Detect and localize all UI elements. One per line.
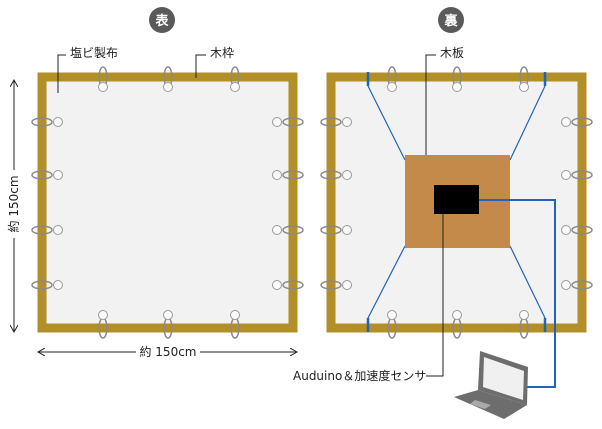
board-leader-line bbox=[425, 54, 436, 155]
back-grommets bbox=[320, 66, 593, 339]
grommet-hole bbox=[272, 170, 282, 180]
grommet-hole bbox=[272, 225, 282, 235]
ring bbox=[320, 170, 342, 180]
grommet-hole bbox=[561, 280, 571, 290]
sensor-label: Auduino＆加速度センサ bbox=[293, 368, 426, 383]
grommet-hole bbox=[53, 117, 63, 127]
ring bbox=[571, 225, 593, 235]
grommet-hole bbox=[561, 170, 571, 180]
front-badge: 表 bbox=[149, 7, 175, 33]
ring bbox=[571, 280, 593, 290]
ring bbox=[320, 280, 342, 290]
grommet-hole bbox=[272, 280, 282, 290]
ring bbox=[282, 117, 304, 127]
grommet-hole bbox=[561, 117, 571, 127]
grommet-hole bbox=[452, 310, 462, 320]
grommet-hole bbox=[53, 225, 63, 235]
ring bbox=[31, 225, 53, 235]
ring bbox=[571, 117, 593, 127]
front-wood-frame bbox=[37, 72, 298, 333]
back-badge-text: 裏 bbox=[443, 13, 458, 29]
grommet-hole bbox=[272, 117, 282, 127]
support-wires bbox=[366, 72, 547, 332]
front-badge-text: 表 bbox=[154, 13, 169, 29]
ring bbox=[282, 170, 304, 180]
back-panel bbox=[320, 66, 593, 388]
cloth-leader-line bbox=[57, 54, 66, 93]
grommet-hole bbox=[342, 117, 352, 127]
ring bbox=[571, 170, 593, 180]
grommet-hole bbox=[230, 82, 240, 92]
front-grommets bbox=[31, 66, 304, 339]
height-label: 約 150cm bbox=[6, 175, 21, 232]
width-label: 約 150cm bbox=[139, 344, 196, 359]
grommet-hole bbox=[519, 82, 529, 92]
grommet-hole bbox=[163, 310, 173, 320]
grommet-hole bbox=[519, 310, 529, 320]
grommet-hole bbox=[342, 225, 352, 235]
back-badge: 裏 bbox=[438, 7, 464, 33]
board-label: 木板 bbox=[440, 46, 464, 60]
frame-label: 木枠 bbox=[210, 46, 234, 60]
ring bbox=[31, 117, 53, 127]
laptop-icon bbox=[454, 351, 528, 419]
sensor-leader-line bbox=[426, 214, 444, 377]
frame-leader-line bbox=[195, 54, 206, 78]
grommet-hole bbox=[98, 82, 108, 92]
ring bbox=[282, 280, 304, 290]
arduino-sensor-box bbox=[434, 185, 479, 214]
grommet-hole bbox=[230, 310, 240, 320]
grommet-hole bbox=[452, 82, 462, 92]
grommet-hole bbox=[561, 225, 571, 235]
grommet-hole bbox=[387, 82, 397, 92]
ring bbox=[31, 280, 53, 290]
front-panel bbox=[31, 66, 304, 339]
ring bbox=[320, 225, 342, 235]
usb-cable bbox=[479, 199, 556, 388]
grommet-hole bbox=[387, 310, 397, 320]
grommet-hole bbox=[163, 82, 173, 92]
grommet-hole bbox=[53, 170, 63, 180]
grommet-hole bbox=[342, 280, 352, 290]
ring bbox=[31, 170, 53, 180]
grommet-hole bbox=[98, 310, 108, 320]
cloth-label: 塩ビ製布 bbox=[70, 45, 118, 60]
ring bbox=[282, 225, 304, 235]
ring bbox=[320, 117, 342, 127]
grommet-hole bbox=[342, 170, 352, 180]
grommet-hole bbox=[53, 280, 63, 290]
